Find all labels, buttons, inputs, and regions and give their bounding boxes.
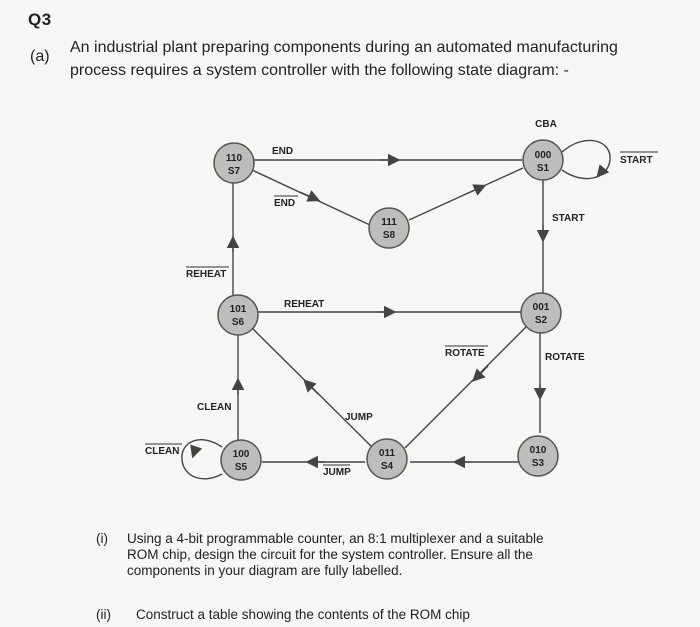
state-s8: 111 S8 bbox=[368, 207, 410, 249]
svg-text:S2: S2 bbox=[535, 315, 548, 326]
question-intro: An industrial plant preparing components… bbox=[70, 36, 670, 82]
svg-text:100: 100 bbox=[233, 449, 250, 460]
edge-s2-s4 bbox=[404, 324, 529, 449]
state-s6: 101 S6 bbox=[217, 294, 259, 336]
sub-question-ii-number: (ii) bbox=[96, 607, 111, 622]
intro-line-2: process requires a system controller wit… bbox=[70, 62, 569, 79]
sub-question-i-line-1: Using a 4-bit programmable counter, an 8… bbox=[127, 531, 544, 546]
svg-text:000: 000 bbox=[535, 150, 552, 161]
state-s4: 011 S4 bbox=[366, 438, 408, 480]
svg-text:111: 111 bbox=[381, 217, 397, 228]
label-rotate: ROTATE bbox=[545, 352, 585, 363]
label-jump-bar: JUMP bbox=[323, 467, 351, 478]
state-s5: 100 S5 bbox=[220, 439, 262, 481]
label-end-top: END bbox=[272, 146, 293, 157]
edge-s1-loop bbox=[561, 139, 611, 180]
label-reheat-bar: REHEAT bbox=[186, 269, 226, 280]
label-clean: CLEAN bbox=[197, 402, 231, 413]
svg-text:S3: S3 bbox=[532, 458, 545, 469]
question-number: Q3 bbox=[28, 10, 52, 29]
svg-text:S1: S1 bbox=[537, 163, 550, 174]
svg-text:010: 010 bbox=[530, 445, 547, 456]
edge-s5-loop bbox=[181, 439, 223, 480]
part-a-label: (a) bbox=[30, 48, 50, 65]
label-start-loop: START bbox=[620, 155, 653, 166]
sub-question-i-line-3: components in your diagram are fully lab… bbox=[127, 563, 403, 578]
label-end-bar: END bbox=[274, 198, 295, 209]
label-reheat: REHEAT bbox=[284, 299, 324, 310]
state-s3: 010 S3 bbox=[517, 435, 559, 477]
svg-text:S4: S4 bbox=[381, 461, 394, 472]
sub-question-i-number: (i) bbox=[96, 531, 108, 546]
state-s2: 001 S2 bbox=[520, 292, 562, 334]
svg-text:001: 001 bbox=[533, 302, 550, 313]
sub-question-ii-text: Construct a table showing the contents o… bbox=[136, 607, 656, 623]
label-clean-bar: CLEAN bbox=[145, 446, 179, 457]
svg-text:S6: S6 bbox=[232, 317, 245, 328]
label-cba: CBA bbox=[535, 119, 557, 130]
sub-question-i-text: Using a 4-bit programmable counter, an 8… bbox=[127, 531, 647, 579]
label-rotate-bar: ROTATE bbox=[445, 348, 485, 359]
svg-text:S5: S5 bbox=[235, 462, 248, 473]
svg-text:S8: S8 bbox=[383, 230, 396, 241]
sub-question-ii-line-1: Construct a table showing the contents o… bbox=[136, 607, 470, 622]
label-start-down: START bbox=[552, 213, 585, 224]
sub-question-i-line-2: ROM chip, design the circuit for the sys… bbox=[127, 547, 533, 562]
svg-text:011: 011 bbox=[379, 448, 396, 459]
svg-text:110: 110 bbox=[226, 153, 243, 164]
label-jump: JUMP bbox=[345, 412, 373, 423]
state-s1: 000 S1 bbox=[522, 139, 564, 181]
state-s7: 110 S7 bbox=[213, 142, 255, 184]
intro-line-1: An industrial plant preparing components… bbox=[70, 39, 618, 56]
svg-text:S7: S7 bbox=[228, 166, 241, 177]
svg-text:101: 101 bbox=[230, 304, 247, 315]
